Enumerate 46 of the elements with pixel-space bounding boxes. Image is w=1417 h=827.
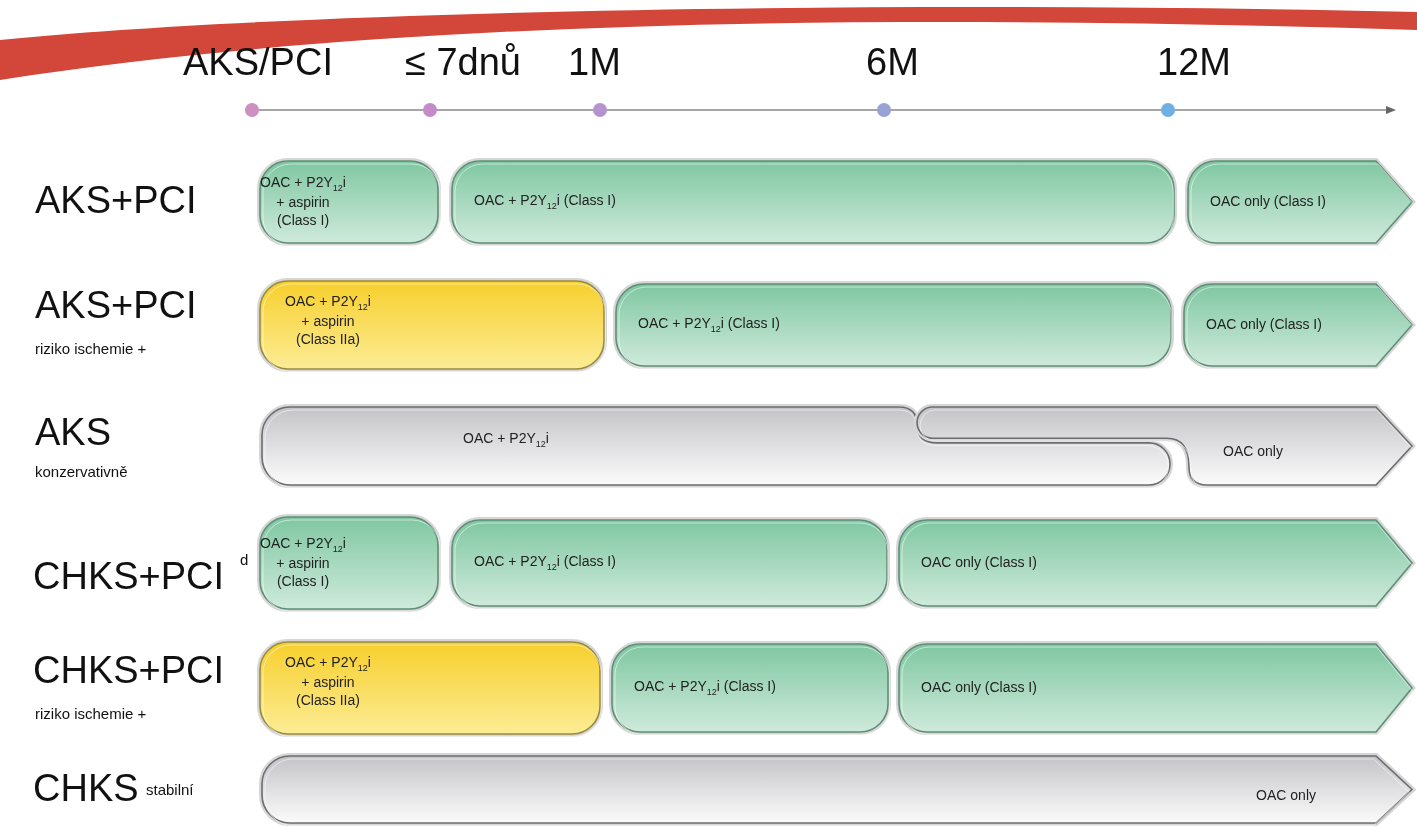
row-label: riziko ischemie + — [35, 341, 147, 358]
timeline-label: ≤ 7dnů — [405, 42, 521, 84]
treatment-arrow-band — [895, 640, 1416, 736]
treatment-label: OAC + P2Y$_{12}$i (Class I) — [474, 192, 616, 212]
timeline-label: 12M — [1157, 42, 1231, 84]
treatment-label: OAC + P2Y$_{12}$i + aspirin (Class I) — [259, 535, 347, 591]
row-label: AKS+PCI — [35, 180, 197, 222]
treatment-label: OAC + P2Y$_{12}$i (Class I) — [634, 678, 776, 698]
treatment-box — [256, 277, 608, 373]
treatment-arrow-band — [1180, 280, 1416, 370]
treatment-label: OAC + P2Y$_{12}$i + aspirin (Class IIa) — [284, 654, 372, 710]
treatment-box — [448, 516, 891, 610]
treatment-box — [612, 280, 1175, 370]
treatment-label: OAC + P2Y$_{12}$i (Class I) — [474, 553, 616, 573]
treatment-box — [608, 640, 892, 736]
row-label: CHKS+PCI — [33, 556, 225, 598]
row-label: stabilní — [146, 782, 194, 799]
row-label: riziko ischemie + — [35, 706, 147, 723]
treatment-label: OAC + P2Y$_{12}$i + aspirin (Class I) — [259, 174, 347, 230]
row-label: d — [240, 552, 249, 569]
treatment-label: OAC only — [1256, 786, 1316, 805]
treatment-box — [256, 513, 442, 613]
treatment-label: OAC only — [1223, 443, 1283, 461]
treatment-label: OAC + P2Y$_{12}$i + aspirin (Class IIa) — [284, 293, 372, 349]
row-label: AKS — [35, 412, 112, 454]
timeline-label: AKS/PCI — [183, 42, 333, 84]
treatment-box — [448, 157, 1178, 247]
treatment-arrow-band — [258, 752, 1416, 827]
treatment-arrow-band — [1184, 157, 1416, 247]
treatment-label: OAC + P2Y$_{12}$i — [463, 430, 549, 450]
treatment-arrow-band — [258, 403, 1174, 489]
row-label: konzervativně — [35, 464, 128, 481]
timeline-label: 6M — [866, 42, 919, 84]
row-label: CHKS — [33, 768, 139, 810]
treatment-box — [256, 638, 604, 738]
timeline-label: 1M — [568, 42, 621, 84]
row-label: CHKS+PCI — [33, 650, 225, 692]
treatment-arrow-band — [913, 403, 1416, 489]
treatment-label: OAC only (Class I) — [1206, 316, 1322, 334]
row-label: AKS+PCI — [35, 285, 197, 327]
treatment-box — [256, 157, 442, 247]
treatment-label: OAC only (Class I) — [1210, 193, 1326, 211]
treatment-label: OAC + P2Y$_{12}$i (Class I) — [638, 315, 780, 335]
treatment-arrow-band — [895, 516, 1416, 610]
treatment-label: OAC only (Class I) — [921, 679, 1037, 697]
treatment-label: OAC only (Class I) — [921, 554, 1037, 572]
